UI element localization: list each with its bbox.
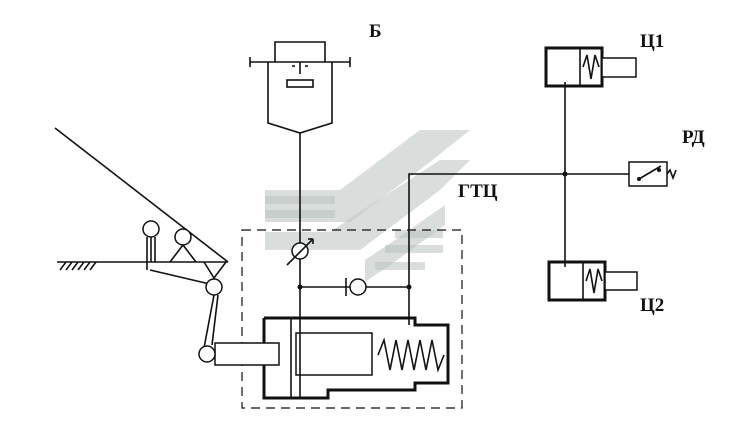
brake-pedal-linkage bbox=[54, 127, 229, 363]
master-outlet-pipe bbox=[408, 173, 565, 325]
reservoir-label: Б bbox=[369, 21, 382, 42]
check-valve-lower bbox=[345, 278, 367, 296]
master-cylinder-label: ГТЦ bbox=[458, 181, 498, 202]
pressure-switch-label: РД bbox=[682, 127, 705, 148]
wheel-cylinder-2-label: Ц2 bbox=[640, 295, 664, 316]
master-cylinder bbox=[214, 316, 450, 400]
wheel-cylinder-1 bbox=[544, 46, 637, 88]
pressure-switch bbox=[628, 161, 677, 187]
master-cylinder-housing bbox=[241, 229, 463, 409]
watermark-logo bbox=[265, 130, 470, 282]
reservoir bbox=[249, 41, 351, 134]
wheel-cylinder-2 bbox=[547, 260, 638, 302]
wheel-cylinder-1-label: Ц1 bbox=[640, 31, 664, 52]
